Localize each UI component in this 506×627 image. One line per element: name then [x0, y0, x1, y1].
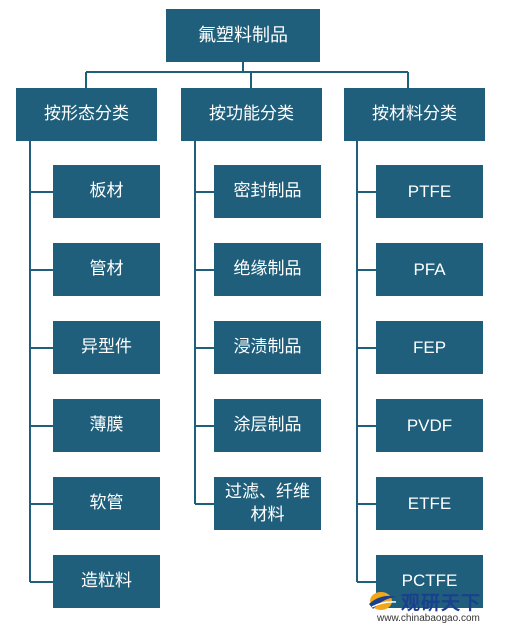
function-item: 浸渍制品 — [214, 321, 321, 374]
shape-item-label: 异型件 — [81, 337, 132, 357]
material-item: PFA — [376, 243, 483, 296]
shape-item-label: 软管 — [89, 493, 124, 513]
shape-item: 管材 — [53, 243, 160, 296]
function-item: 过滤、纤维材料 — [214, 477, 321, 530]
shape-item-label: 管材 — [89, 259, 124, 279]
category-shape-label: 按形态分类 — [44, 104, 129, 124]
root-node: 氟塑料制品 — [166, 9, 320, 62]
root-node-label: 氟塑料制品 — [198, 25, 288, 46]
category-material: 按材料分类 — [344, 88, 485, 141]
shape-item: 薄膜 — [53, 399, 160, 452]
material-item: PCTFE — [376, 555, 483, 608]
shape-item: 板材 — [53, 165, 160, 218]
shape-item-label: 造粒料 — [81, 571, 132, 591]
shape-item-label: 薄膜 — [89, 415, 124, 435]
function-item-label: 过滤、纤维材料 — [225, 481, 310, 525]
function-item-label: 绝缘制品 — [233, 259, 302, 279]
category-shape: 按形态分类 — [16, 88, 157, 141]
shape-item-label: 板材 — [89, 181, 124, 201]
material-item: PTFE — [376, 165, 483, 218]
material-item-label: FEP — [412, 338, 447, 357]
function-item: 密封制品 — [214, 165, 321, 218]
material-item-label: ETFE — [407, 494, 452, 513]
function-item: 绝缘制品 — [214, 243, 321, 296]
material-item-label: PFA — [413, 260, 446, 279]
material-item: FEP — [376, 321, 483, 374]
material-item-label: PCTFE — [401, 571, 458, 590]
material-item: ETFE — [376, 477, 483, 530]
category-function: 按功能分类 — [181, 88, 322, 141]
function-item-label: 涂层制品 — [233, 415, 302, 435]
shape-item: 异型件 — [53, 321, 160, 374]
function-item: 涂层制品 — [214, 399, 321, 452]
category-material-label: 按材料分类 — [372, 104, 457, 124]
material-item: PVDF — [376, 399, 483, 452]
shape-item: 造粒料 — [53, 555, 160, 608]
function-item-label: 浸渍制品 — [233, 337, 302, 357]
category-function-label: 按功能分类 — [209, 104, 294, 124]
material-item-label: PVDF — [406, 416, 453, 435]
shape-item: 软管 — [53, 477, 160, 530]
material-item-label: PTFE — [407, 182, 452, 201]
function-item-label: 密封制品 — [233, 181, 302, 201]
